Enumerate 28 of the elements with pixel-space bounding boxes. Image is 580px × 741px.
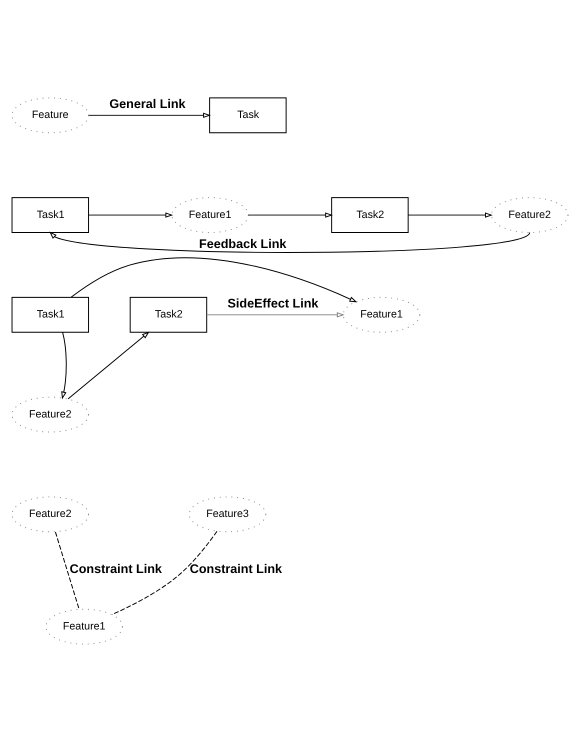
connector xyxy=(112,530,218,615)
node-box: Task2 xyxy=(130,296,208,332)
edge-label: SideEffect Link xyxy=(228,296,318,310)
node-box: Task1 xyxy=(12,196,90,232)
arrow xyxy=(61,331,67,399)
arrow xyxy=(88,112,211,118)
node-box: Task1 xyxy=(12,296,90,332)
node-ellipse: Feature1 xyxy=(171,196,249,232)
node-ellipse: Feature2 xyxy=(12,396,90,432)
arrow xyxy=(70,256,358,302)
node-box: Task2 xyxy=(331,196,409,232)
arrow xyxy=(206,312,345,318)
edge-label: General Link xyxy=(109,96,186,110)
node-ellipse: Feature1 xyxy=(45,608,123,644)
arrow xyxy=(408,212,493,218)
connector xyxy=(54,531,80,610)
arrow xyxy=(49,230,530,252)
node-ellipse: Feature3 xyxy=(188,496,266,532)
node-box: Task xyxy=(209,96,287,133)
arrow xyxy=(88,212,174,218)
arrow xyxy=(248,212,333,218)
node-ellipse: Feature2 xyxy=(490,196,568,232)
node-ellipse: Feature xyxy=(12,96,90,133)
edge-label: Feedback Link xyxy=(199,236,286,251)
arrow xyxy=(68,330,150,399)
node-ellipse: Feature2 xyxy=(12,496,90,532)
edge-label: Constraint Link xyxy=(190,561,282,576)
edge-label: Constraint Link xyxy=(70,561,162,576)
